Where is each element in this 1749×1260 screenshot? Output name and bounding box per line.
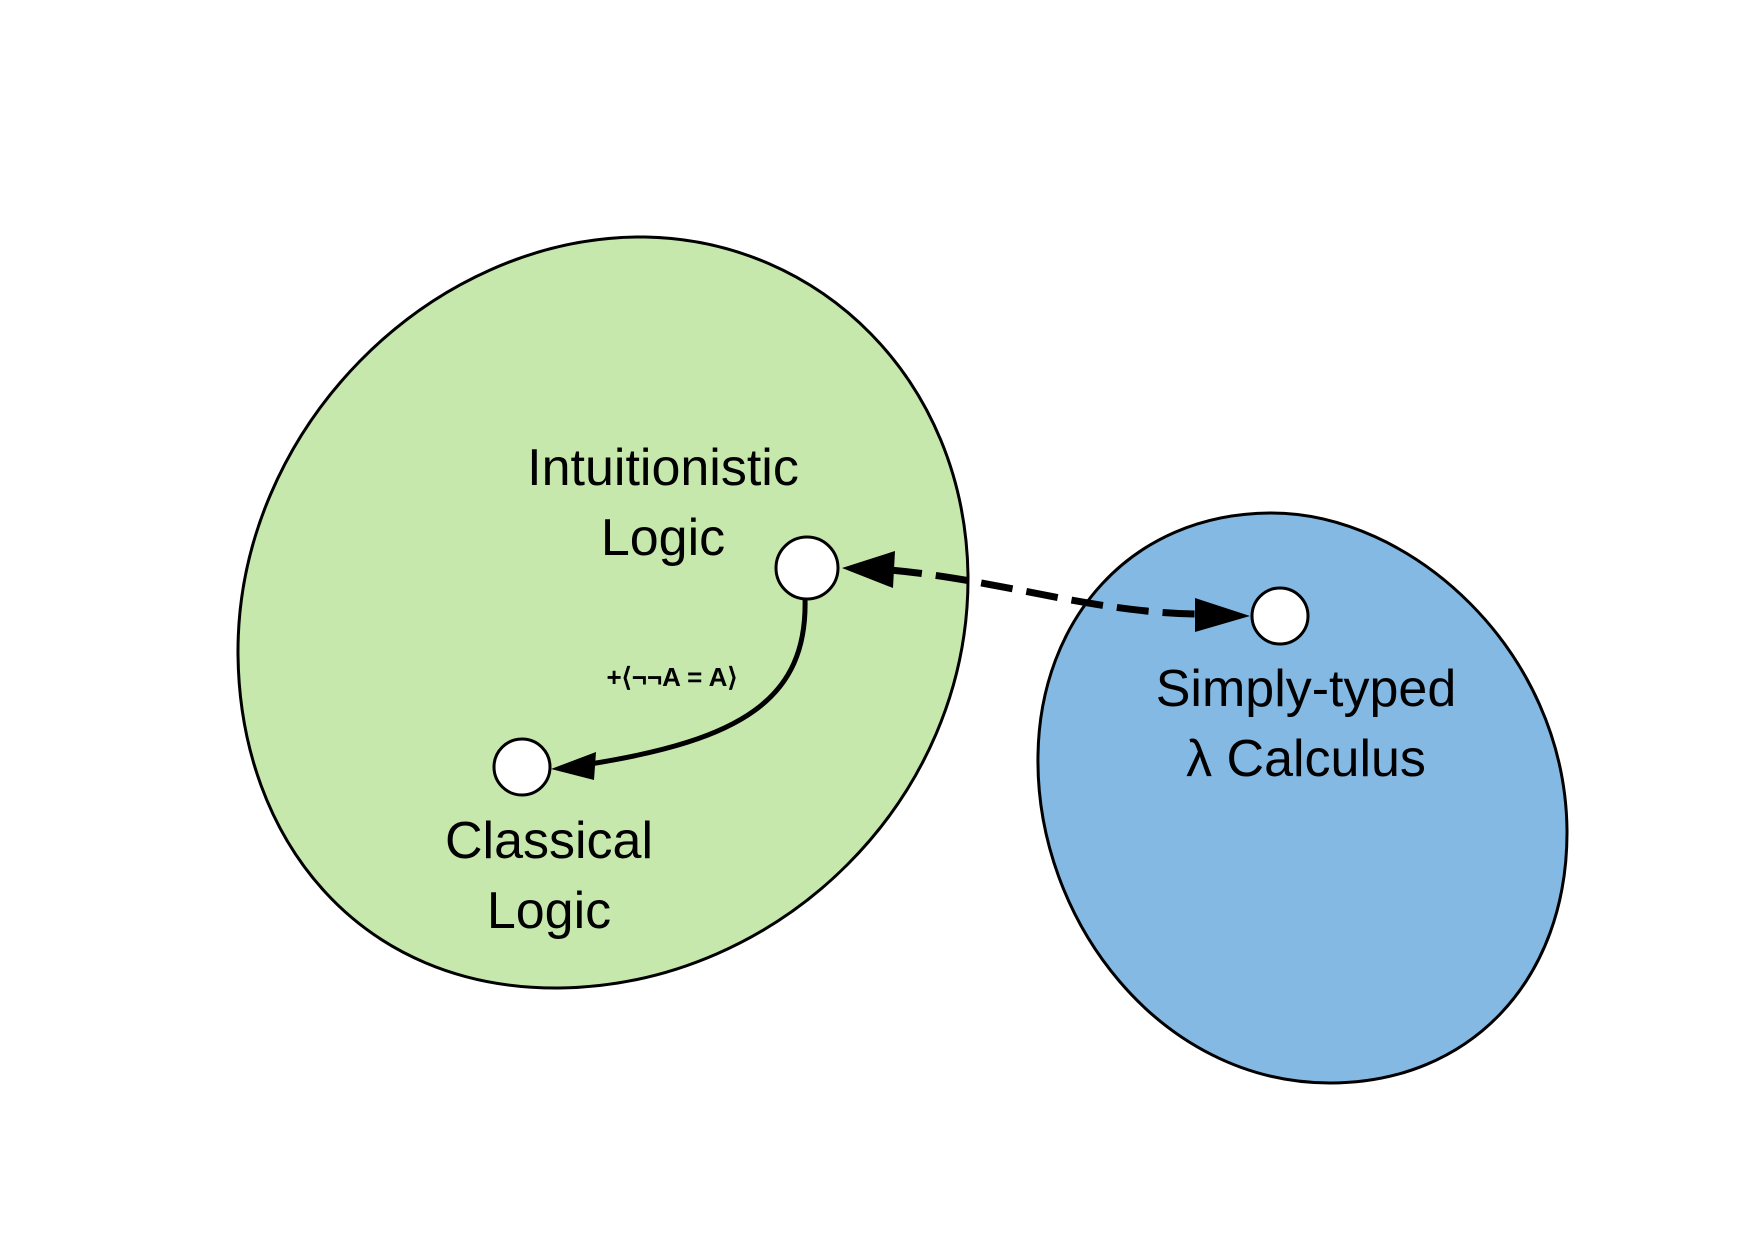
correspondence-arrow <box>889 566 1196 618</box>
lambda-label-line1: Simply-typed <box>1156 660 1457 718</box>
classical-label-line1: Classical <box>445 812 653 870</box>
extension-arrow <box>589 597 808 767</box>
lambda-label-line2: λ Calculus <box>1186 730 1426 788</box>
intuitionistic-label-line2: Logic <box>601 509 725 567</box>
classical-label-line2: Logic <box>487 882 611 940</box>
lambda-node[interactable] <box>1250 586 1310 646</box>
correspondence-arrowhead-right <box>1195 598 1250 632</box>
intuitionistic-label-line1: Intuitionistic <box>527 439 799 497</box>
extension-arrowhead <box>551 752 596 780</box>
intuitionistic-node[interactable] <box>774 535 840 601</box>
calculus-region <box>1036 511 1569 1085</box>
logic-region <box>236 235 970 990</box>
extension-label: +⟨¬¬A = A⟩ <box>606 662 737 692</box>
classical-node[interactable] <box>492 737 552 797</box>
correspondence-arrowhead-left <box>842 551 895 588</box>
